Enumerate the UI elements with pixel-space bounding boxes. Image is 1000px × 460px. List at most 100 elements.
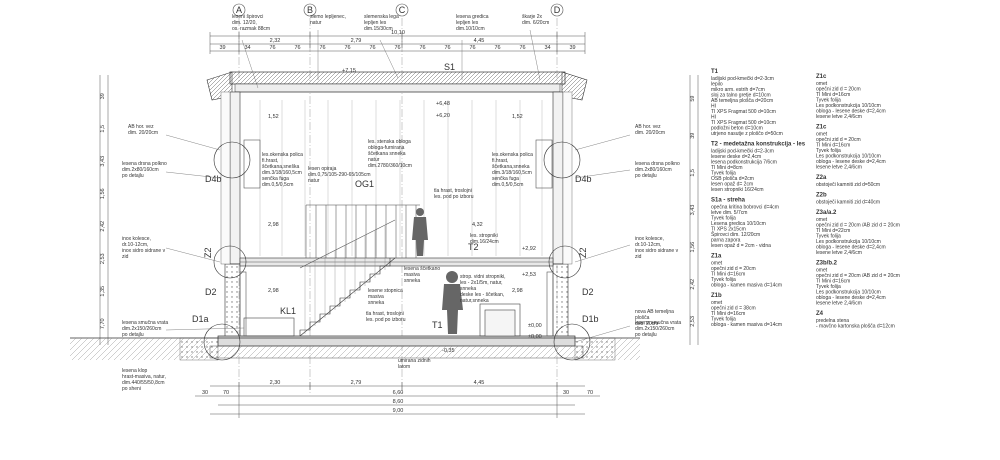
right-note-line: zid: [635, 254, 642, 260]
height-label: 2,53: [690, 316, 696, 327]
top-note-line: natur: [310, 20, 322, 26]
dim-top-segment: 34: [244, 45, 250, 51]
center-note-line: latom: [398, 364, 410, 370]
center-note-line: ščetkana,snneka: [492, 164, 530, 170]
right-note-line: lesena smučna vrata: [635, 320, 681, 326]
code-d4b-right: D4b: [575, 174, 592, 184]
center-note-line: tla hrast, troslojni: [434, 188, 472, 194]
inner-dim: 2,98: [268, 222, 279, 228]
right-note-line: dim.2x80/160cm: [635, 167, 672, 173]
spec-line: Tyvek folija: [711, 216, 736, 222]
spec-line: OSB plošča d=2cm: [711, 176, 754, 182]
dim-bottom-7: 30: [563, 390, 569, 396]
spec-line: - mavčno kartonska plošča d=12cm: [816, 324, 895, 330]
dim-top-segment: 39: [219, 45, 225, 51]
center-note-line: natur: [308, 178, 320, 184]
height-label: 1,5: [100, 125, 106, 133]
spec-line: lesene letve 2,4/6cm: [816, 301, 862, 307]
dim-bottom-9: 8,60: [393, 399, 404, 405]
left-note-line: po detajlu: [122, 173, 144, 179]
top-note-line: slemo lepljenec,: [310, 14, 346, 20]
level-ridge: +6,48: [436, 101, 450, 107]
dim-overall: 10,10: [391, 30, 405, 36]
spec-line: Špirovci dim. 12/20cm: [711, 231, 760, 238]
right-note-line: dr.10-12cm,: [635, 242, 661, 248]
center-note-line: natur,snneka: [460, 298, 489, 304]
spec-line: ladijski pod-kmečki d=2-3cm: [711, 149, 774, 155]
code-d2-right: D2: [582, 287, 594, 297]
spec-line: opečna kritina bobrovci d=4cm: [711, 205, 779, 211]
height-label: 1,56: [690, 242, 696, 253]
spec-line: obloga - kamen masiva d=14cm: [711, 283, 782, 289]
dim-bottom-5: 70: [223, 390, 229, 396]
spec-code: Z1b: [711, 293, 722, 299]
height-label: 39: [100, 93, 106, 99]
center-note-line: snneka: [404, 278, 420, 284]
dim-top-segment: 76: [419, 45, 425, 51]
terrain-left: [70, 338, 210, 360]
spec-code: T1: [711, 69, 719, 75]
spec-line: lesen stropniki 16/24cm: [711, 187, 764, 193]
level-foundation: -0,35: [442, 348, 455, 354]
lower-doors: [239, 271, 554, 337]
spec-line: Tyvek folija: [711, 317, 736, 323]
top-note-line: dim.10/10cm: [456, 26, 485, 32]
human-figure-lower: [442, 271, 463, 334]
spec-line: lesene deske d=2,4cm: [711, 154, 761, 160]
dim-bottom-4: 30: [202, 390, 208, 396]
spec-line: obloga - lesene deske d=2,4cm: [816, 159, 886, 165]
level-markers: +7,15 +6,48 +6,20 +2,92 +2,53 ±0,00 ±0,0…: [342, 68, 542, 354]
dim-top-segment: 76: [269, 45, 275, 51]
spec-code: Z1a: [711, 254, 722, 260]
dim-top-segment: 76: [494, 45, 500, 51]
spec-code: Z1c: [816, 125, 827, 131]
dim-top-segment: 34: [544, 45, 550, 51]
center-note-line: ščetkana,sneška: [262, 164, 299, 170]
spec-line: TI Mini d=16cm: [816, 279, 850, 285]
dim-top-segment: 76: [394, 45, 400, 51]
spec-line: obloga - lesene deske d=2,4cm: [816, 109, 886, 115]
dim-bottom-2: 2,79: [351, 380, 362, 386]
spec-line: opečni zid d = 38cm: [711, 306, 756, 312]
center-note-line: fi.hrast,: [262, 158, 278, 164]
roof: [206, 71, 588, 101]
dim-top-segment: 76: [469, 45, 475, 51]
spec-line: HI: [711, 104, 716, 110]
right-note-line: AB hor. vez: [635, 124, 661, 130]
axis-label: D: [554, 5, 561, 15]
spec-line: TI XPS 2x15cm: [711, 227, 746, 233]
center-note-line: les - 2x1/5m, natur,: [460, 280, 503, 286]
center-note-line: dim.0,5/0,5cm: [492, 182, 523, 188]
spec-code: Z4: [816, 311, 824, 317]
left-note-line: dim.2x80/160cm: [122, 167, 159, 173]
dim-top-segment: 76: [369, 45, 375, 51]
code-z2-right: Z2: [578, 247, 588, 258]
spec-line: utrjeno nasutje z ploščo d=50cm: [711, 131, 783, 137]
center-note-line: lesene stopnica: [368, 288, 403, 294]
spec-line: lesen opaž d= 2cm: [711, 182, 753, 188]
spec-line: Tyvek folija: [816, 148, 841, 154]
spec-line: Les podkonstrukcija 10/10cm: [816, 154, 881, 160]
kitchen-unit: [479, 303, 521, 337]
right-note-line: nova AB temeljna: [635, 309, 674, 315]
level-ground: ±0,00: [528, 323, 542, 329]
spec-line: omet: [816, 81, 828, 87]
height-label: 2,53: [100, 253, 106, 264]
dim-top-1: 2,32: [270, 38, 281, 44]
right-note-line: inox kolesce,: [635, 236, 664, 242]
walls: [220, 91, 573, 341]
spec-line: Tyvek folija: [816, 98, 841, 104]
top-note-line: slemenska lega: [364, 14, 399, 20]
spec-line: TI Mini d=16cm: [816, 92, 850, 98]
code-z2-left: Z2: [203, 247, 213, 258]
bench: [243, 317, 295, 337]
left-note-line: lesena smučna vrata: [122, 320, 168, 326]
staircase: [299, 219, 396, 337]
left-note-line: lesena drsna polkno: [122, 161, 167, 167]
level-floor1b: +2,53: [522, 272, 536, 278]
spec-line: opečni zid d = 20cm /AB zid d = 20cm: [816, 273, 900, 279]
spec-code: Z3a/a.2: [816, 210, 837, 216]
right-note-line: lesena drsna polkno: [635, 161, 680, 167]
